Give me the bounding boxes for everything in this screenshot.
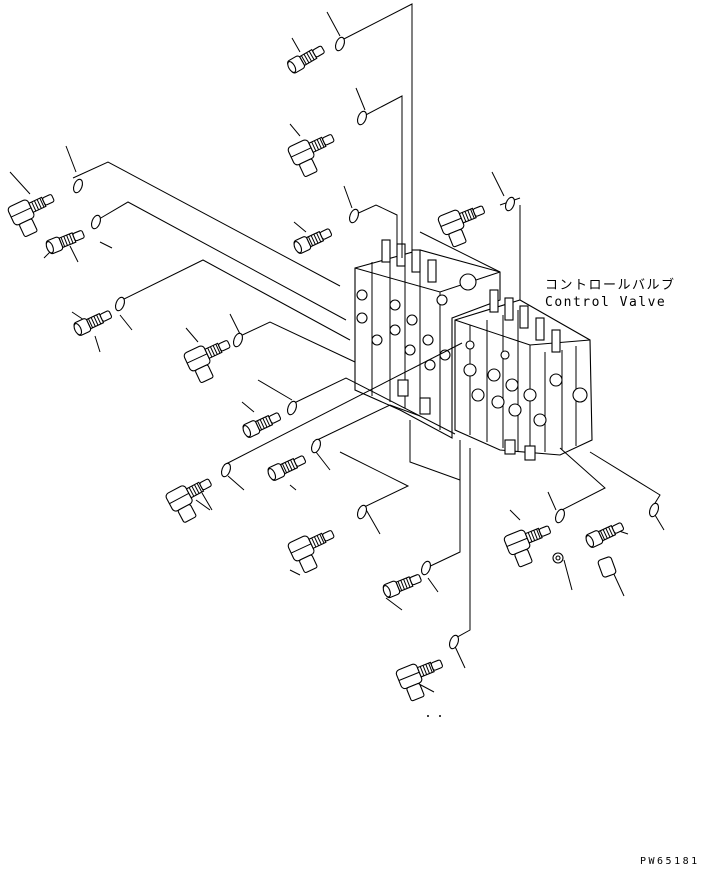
fittings (6, 42, 626, 704)
leader-lines (9, 3, 665, 693)
valve-label-japanese: コントロールバルブ (545, 278, 676, 293)
control-valve-body (354, 239, 593, 461)
valve-label-english: Control Valve (545, 295, 667, 310)
drawing-code: PW65181 (640, 856, 700, 867)
